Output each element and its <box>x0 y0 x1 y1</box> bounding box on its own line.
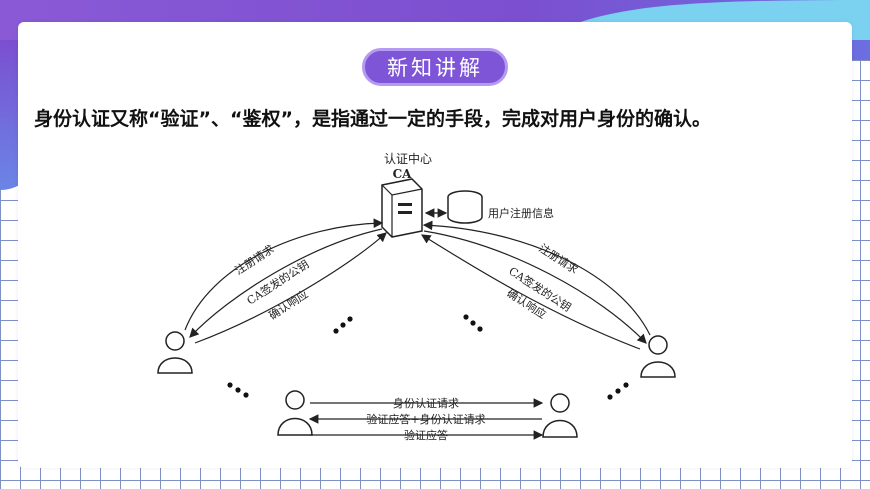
ellipsis-dots-right-mid <box>463 314 483 332</box>
bottom-label-reply-request: 验证应答+身份认证请求 <box>366 412 485 426</box>
user-icon-bottom-right <box>542 393 578 438</box>
bottom-label-reply: 验证应答 <box>404 428 448 442</box>
bottom-label-auth-request: 身份认证请求 <box>393 396 459 410</box>
database-icon <box>447 190 483 224</box>
section-title: 新知讲解 <box>387 56 483 80</box>
ellipsis-dots-bottom-right <box>607 382 629 400</box>
ca-label: 认证中心 <box>384 151 432 166</box>
right-arrow-register <box>422 220 651 336</box>
left-arrow-pubkey <box>189 228 383 338</box>
ellipsis-dots-left-mid <box>333 316 353 334</box>
ellipsis-dots-bottom-left <box>227 382 249 398</box>
right-arrow-confirm <box>420 234 641 350</box>
user-icon-right <box>640 335 676 378</box>
user-icon-left <box>157 331 193 374</box>
right-arrow-pubkey <box>423 230 647 344</box>
database-label: 用户注册信息 <box>488 206 554 220</box>
headline-text: 身份认证又称“验证”、“鉴权”，是指通过一定的手段，完成对用户身份的确认。 <box>34 108 711 130</box>
ca-abbr-label: CA <box>393 167 413 181</box>
ca-authentication-diagram: 认证中心 CA 用户注册信息 注册请求 CA签发的公钥 确认响应 注册请求 CA… <box>157 151 676 442</box>
server-icon <box>381 178 423 238</box>
section-title-pill: 新知讲解 <box>362 48 508 86</box>
user-icon-bottom-left <box>277 390 313 436</box>
left-arrow-register <box>184 218 384 331</box>
content-card <box>18 22 852 468</box>
left-label-register: 注册请求 <box>232 242 277 278</box>
left-arrow-confirm <box>194 232 387 344</box>
